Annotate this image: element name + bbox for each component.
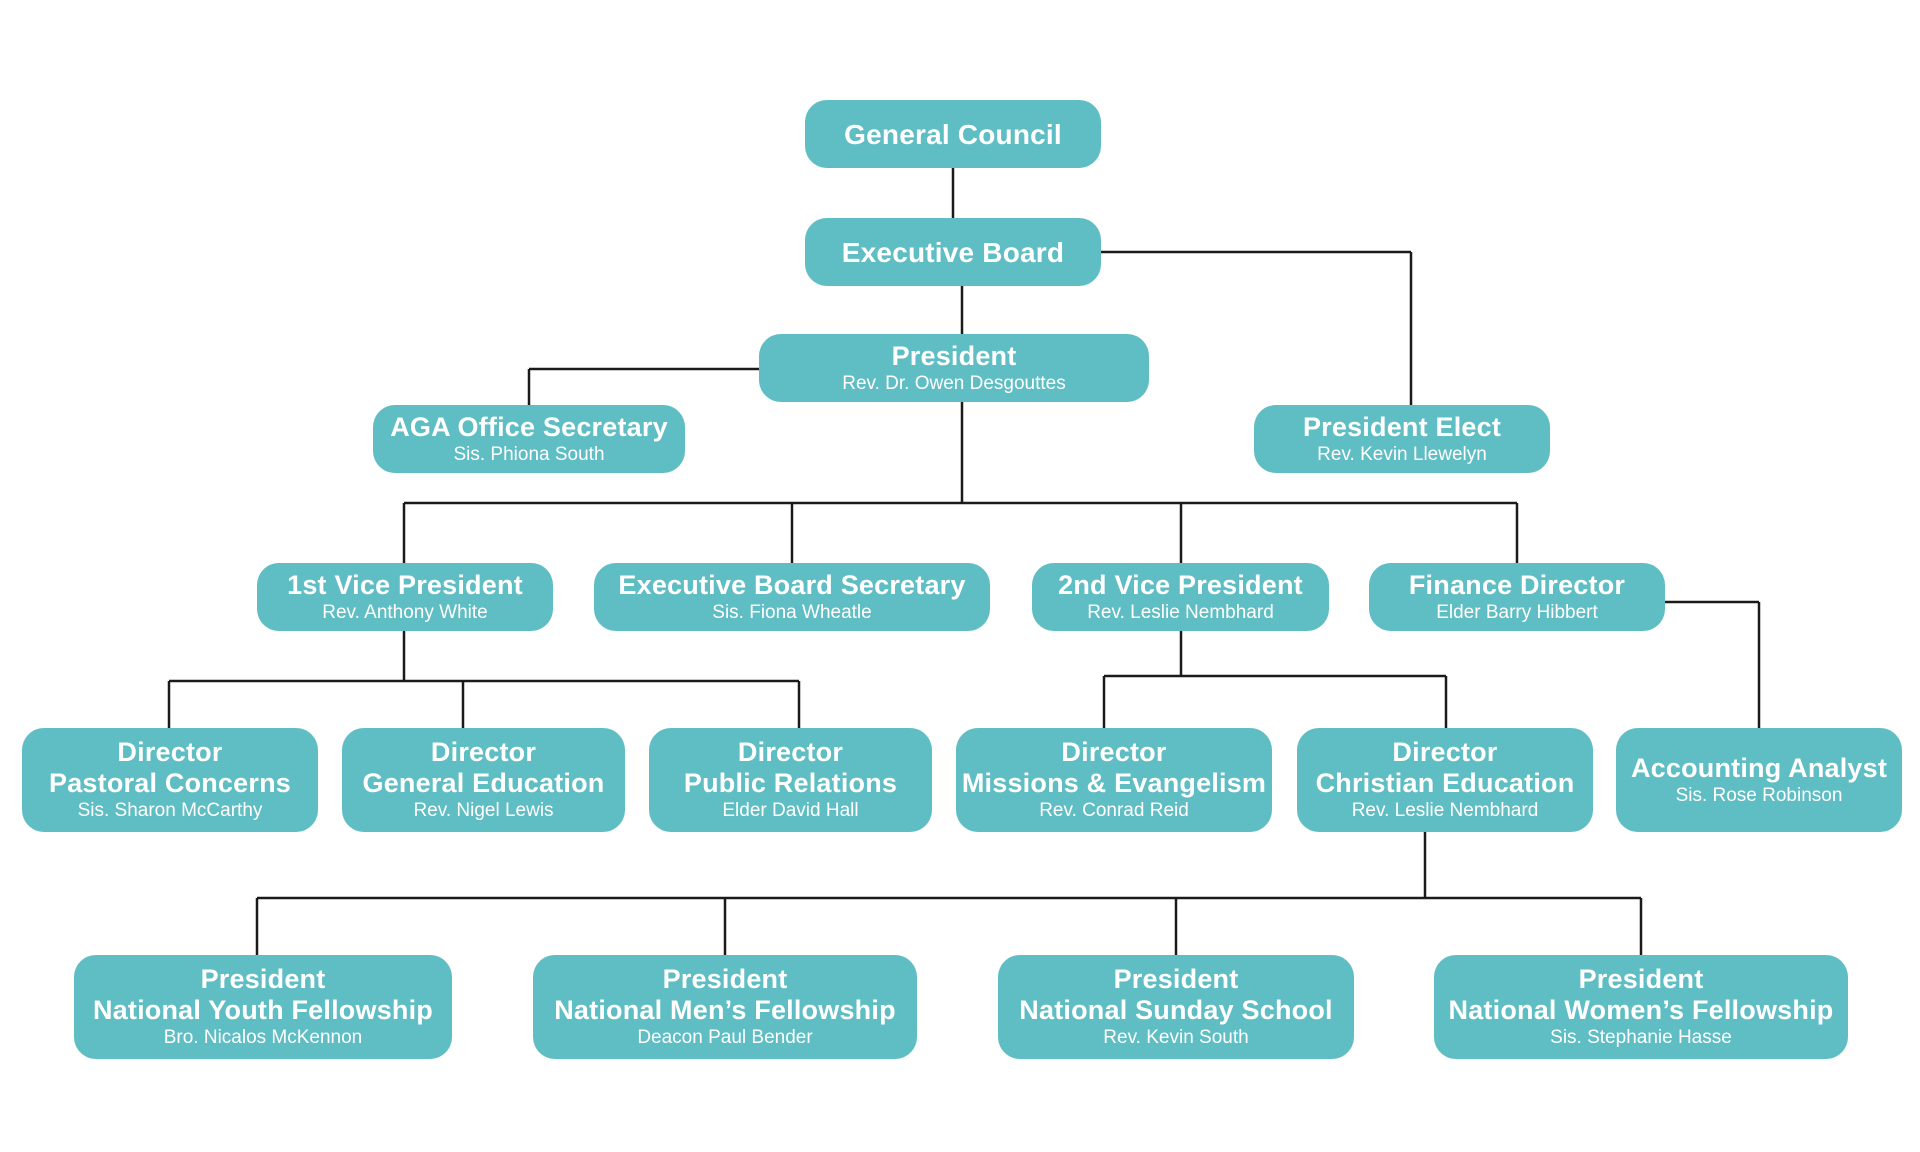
node-person-name: Rev. Leslie Nembhard <box>1351 800 1539 821</box>
node-subtitle: Public Relations <box>683 768 898 798</box>
node-title: 2nd Vice President <box>1058 569 1303 600</box>
node-title: General Council <box>844 118 1062 150</box>
node-executive-board-secretary: Executive Board Secretary Sis. Fiona Whe… <box>594 563 990 631</box>
node-president-national-sunday-school: President National Sunday School Rev. Ke… <box>998 955 1354 1059</box>
node-title: 1st Vice President <box>287 569 523 600</box>
node-president-national-womens-fellowship: President National Women’s Fellowship Si… <box>1434 955 1848 1059</box>
node-president-elect: President Elect Rev. Kevin Llewelyn <box>1254 405 1550 473</box>
node-accounting-analyst: Accounting Analyst Sis. Rose Robinson <box>1616 728 1902 832</box>
node-person-name: Rev. Nigel Lewis <box>413 800 554 821</box>
node-person-name: Sis. Stephanie Hasse <box>1550 1027 1732 1048</box>
node-first-vice-president: 1st Vice President Rev. Anthony White <box>257 563 553 631</box>
node-person-name: Rev. Anthony White <box>322 601 488 623</box>
node-subtitle: Pastoral Concerns <box>49 768 291 798</box>
node-subtitle: National Women’s Fellowship <box>1448 995 1834 1025</box>
node-president-national-mens-fellowship: President National Men’s Fellowship Deac… <box>533 955 917 1059</box>
node-director-public-relations: Director Public Relations Elder David Ha… <box>649 728 932 832</box>
node-person-name: Rev. Dr. Owen Desgouttes <box>842 372 1066 394</box>
node-title: Executive Board Secretary <box>618 569 966 600</box>
node-subtitle: National Youth Fellowship <box>92 995 433 1025</box>
node-person-name: Deacon Paul Bender <box>637 1027 813 1048</box>
node-subtitle: Missions & Evangelism <box>961 768 1267 798</box>
node-person-name: Rev. Conrad Reid <box>1039 800 1189 821</box>
node-second-vice-president: 2nd Vice President Rev. Leslie Nembhard <box>1032 563 1329 631</box>
node-person-name: Rev. Kevin South <box>1103 1027 1249 1048</box>
node-person-name: Rev. Kevin Llewelyn <box>1317 443 1487 465</box>
node-title: President <box>1578 964 1704 994</box>
node-person-name: Elder Barry Hibbert <box>1436 601 1598 623</box>
node-subtitle: General Education <box>362 768 605 798</box>
node-director-missions-evangelism: Director Missions & Evangelism Rev. Conr… <box>956 728 1272 832</box>
node-person-name: Sis. Fiona Wheatle <box>712 601 872 623</box>
node-subtitle: Christian Education <box>1315 768 1575 798</box>
node-executive-board: Executive Board <box>805 218 1101 286</box>
node-title: President <box>662 964 788 994</box>
node-title: President <box>891 340 1017 371</box>
node-director-christian-education: Director Christian Education Rev. Leslie… <box>1297 728 1593 832</box>
node-title: Director <box>1392 737 1498 767</box>
node-director-pastoral-concerns: Director Pastoral Concerns Sis. Sharon M… <box>22 728 318 832</box>
node-person-name: Elder David Hall <box>722 800 859 821</box>
node-title: AGA Office Secretary <box>390 411 668 442</box>
node-title: Director <box>1061 737 1167 767</box>
node-title: Director <box>117 737 223 767</box>
node-person-name: Sis. Rose Robinson <box>1675 784 1843 806</box>
node-title: Director <box>737 737 844 767</box>
node-title: Accounting Analyst <box>1630 752 1888 783</box>
node-title: Executive Board <box>841 236 1065 268</box>
node-subtitle: National Men’s Fellowship <box>554 995 896 1025</box>
node-finance-director: Finance Director Elder Barry Hibbert <box>1369 563 1665 631</box>
node-person-name: Sis. Sharon McCarthy <box>77 800 263 821</box>
node-president-national-youth-fellowship: President National Youth Fellowship Bro.… <box>74 955 452 1059</box>
node-person-name: Rev. Leslie Nembhard <box>1087 601 1274 623</box>
node-president: President Rev. Dr. Owen Desgouttes <box>759 334 1149 402</box>
node-title: President Elect <box>1302 411 1502 442</box>
node-person-name: Sis. Phiona South <box>453 443 605 465</box>
node-person-name: Bro. Nicalos McKennon <box>163 1027 363 1048</box>
node-title: Finance Director <box>1408 569 1626 600</box>
node-subtitle: National Sunday School <box>1019 995 1333 1025</box>
node-director-general-education: Director General Education Rev. Nigel Le… <box>342 728 625 832</box>
node-general-council: General Council <box>805 100 1101 168</box>
node-title: Director <box>430 737 537 767</box>
node-title: President <box>1113 964 1239 994</box>
node-aga-office-secretary: AGA Office Secretary Sis. Phiona South <box>373 405 685 473</box>
node-title: President <box>200 964 326 994</box>
